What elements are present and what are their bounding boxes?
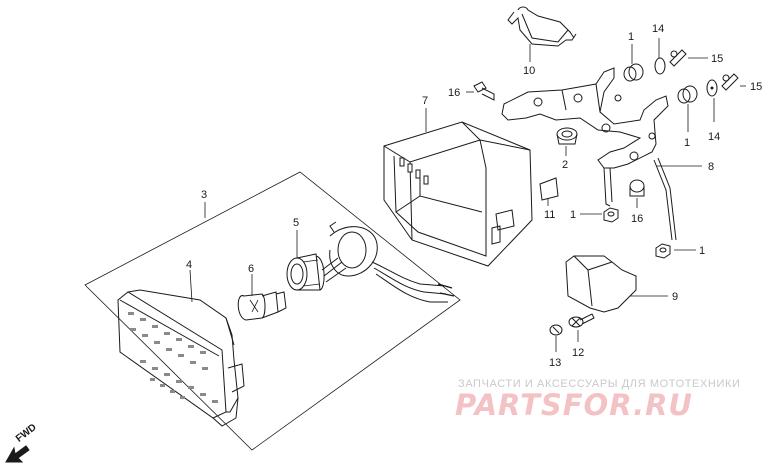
- headlight-case: [383, 121, 533, 267]
- stay-cover: [565, 255, 637, 313]
- label-part-1-upper: 1: [628, 31, 634, 43]
- clip-right: [721, 73, 739, 91]
- headlight-bulb: [237, 291, 287, 321]
- label-part-5: 5: [293, 217, 299, 229]
- grommet: [556, 127, 578, 145]
- label-part-7: 7: [422, 95, 428, 107]
- label-part-3: 3: [201, 189, 207, 201]
- label-part-4: 4: [186, 259, 192, 271]
- rubber-mount-upper: [623, 63, 644, 82]
- label-part-11: 11: [544, 209, 555, 221]
- clip-upper: [669, 49, 687, 67]
- caution-label: [539, 177, 559, 201]
- label-part-12: 12: [572, 347, 584, 359]
- headlight-lens-assembly: [117, 289, 245, 427]
- watermark-brand: PARTSFOR.RU: [455, 388, 693, 422]
- label-part-1-middle: 1: [570, 209, 576, 221]
- washer-right: [706, 79, 718, 97]
- nut-middle: [603, 207, 619, 223]
- headlight-unit-frame: [84, 171, 461, 451]
- forward-arrow-icon: [5, 445, 30, 463]
- label-part-1-right: 1: [684, 137, 690, 149]
- label-part-14-upper: 14: [652, 23, 664, 35]
- part-number-labels: 3 4 5 6 7 10 2 1 14 15 15 16 1 14 8 11 1…: [186, 23, 762, 369]
- label-part-10: 10: [523, 65, 535, 77]
- label-part-8: 8: [708, 161, 714, 173]
- label-part-16-lower: 16: [631, 213, 643, 225]
- rubber-mount-right: [677, 85, 698, 104]
- watermark-tagline: ЗАПЧАСТИ И АКСЕССУАРЫ ДЛЯ МОТОТЕХНИКИ: [458, 378, 741, 390]
- collar-lower: [629, 179, 645, 197]
- nut-lower: [655, 243, 671, 259]
- label-part-13: 13: [549, 357, 561, 369]
- label-part-15-upper: 15: [711, 53, 723, 65]
- headlight-stay-bracket: [501, 67, 677, 241]
- label-part-1-lower: 1: [699, 245, 705, 257]
- label-part-6: 6: [248, 263, 254, 275]
- bolt-upper: [473, 81, 495, 101]
- upper-bracket: [507, 6, 577, 47]
- screw-13: [549, 324, 563, 336]
- label-part-14-right: 14: [708, 131, 720, 143]
- screw-12: [568, 313, 595, 328]
- label-part-2: 2: [562, 159, 568, 171]
- leader-lines: [189, 38, 746, 352]
- label-part-9: 9: [672, 291, 678, 303]
- label-part-15-right: 15: [750, 81, 762, 93]
- bulb-socket: [286, 253, 325, 291]
- washer-upper: [654, 57, 666, 75]
- label-part-16-upper: 16: [448, 87, 460, 99]
- wiring-harness: [321, 221, 455, 303]
